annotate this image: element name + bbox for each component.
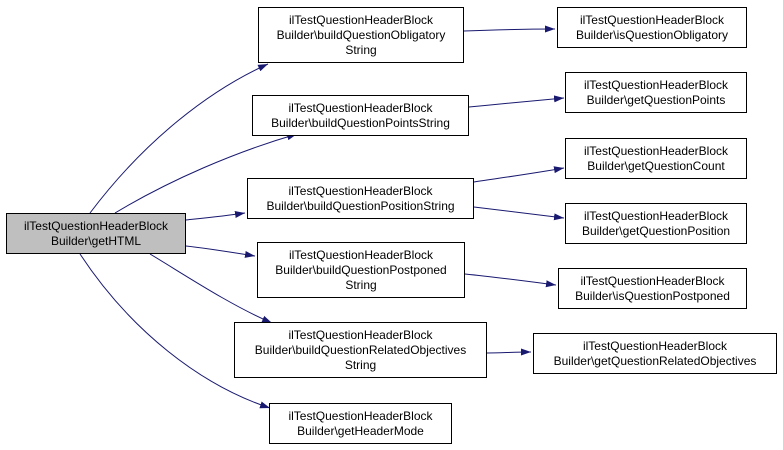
edge-root-to-position_string	[185, 211, 246, 221]
node-buildQuestionRelatedObjectivesString[interactable]: ilTestQuestionHeaderBlock Builder\buildQ…	[234, 322, 487, 378]
node-label: ilTestQuestionHeaderBlock Builder\isQues…	[575, 12, 729, 42]
edge-obligatory_string-to-is_obligatory	[463, 25, 556, 33]
node-label: ilTestQuestionHeaderBlock Builder\getHTM…	[23, 218, 169, 248]
edge-root-to-header_mode	[79, 253, 271, 409]
node-label: ilTestQuestionHeaderBlock Builder\getQue…	[553, 338, 757, 368]
node-label: ilTestQuestionHeaderBlock Builder\getQue…	[581, 208, 731, 238]
node-label: ilTestQuestionHeaderBlock Builder\isQues…	[575, 273, 730, 303]
node-getHeaderMode[interactable]: ilTestQuestionHeaderBlock Builder\getHea…	[269, 403, 452, 444]
node-label: ilTestQuestionHeaderBlock Builder\getQue…	[583, 77, 729, 107]
node-buildQuestionPositionString[interactable]: ilTestQuestionHeaderBlock Builder\buildQ…	[247, 178, 474, 219]
edge-root-to-points_string	[114, 133, 298, 214]
node-getQuestionPosition[interactable]: ilTestQuestionHeaderBlock Builder\getQue…	[565, 203, 747, 244]
node-label: ilTestQuestionHeaderBlock Builder\getQue…	[583, 143, 729, 173]
edge-root-to-obligatory_string	[89, 63, 269, 214]
node-buildQuestionPostponedString[interactable]: ilTestQuestionHeaderBlock Builder\buildQ…	[257, 242, 465, 298]
node-getQuestionRelatedObjectives[interactable]: ilTestQuestionHeaderBlock Builder\getQue…	[533, 333, 777, 374]
node-label: ilTestQuestionHeaderBlock Builder\buildQ…	[271, 100, 450, 130]
edge-position_string-to-get_count	[473, 166, 565, 183]
node-label: ilTestQuestionHeaderBlock Builder\getHea…	[288, 408, 433, 438]
node-buildQuestionPointsString[interactable]: ilTestQuestionHeaderBlock Builder\buildQ…	[252, 95, 469, 136]
node-getQuestionPoints[interactable]: ilTestQuestionHeaderBlock Builder\getQue…	[565, 72, 747, 113]
node-isQuestionObligatory[interactable]: ilTestQuestionHeaderBlock Builder\isQues…	[557, 7, 747, 48]
edge-root-to-postponed_string	[185, 245, 256, 258]
node-isQuestionPostponed[interactable]: ilTestQuestionHeaderBlock Builder\isQues…	[558, 268, 747, 309]
node-getQuestionCount[interactable]: ilTestQuestionHeaderBlock Builder\getQue…	[565, 138, 747, 179]
edge-position_string-to-get_position	[473, 206, 565, 221]
node-label: ilTestQuestionHeaderBlock Builder\buildQ…	[276, 12, 446, 57]
edge-root-to-related_objectives_string	[149, 253, 273, 324]
node-label: ilTestQuestionHeaderBlock Builder\buildQ…	[266, 183, 455, 213]
edge-related_objectives_string-to-get_related_objectives	[486, 348, 532, 356]
node-getHTML: ilTestQuestionHeaderBlock Builder\getHTM…	[6, 213, 186, 254]
node-buildQuestionObligatoryString[interactable]: ilTestQuestionHeaderBlock Builder\buildQ…	[258, 7, 464, 63]
node-label: ilTestQuestionHeaderBlock Builder\buildQ…	[254, 327, 467, 372]
edge-points_string-to-get_points	[468, 95, 565, 108]
node-label: ilTestQuestionHeaderBlock Builder\buildQ…	[275, 247, 447, 292]
edge-postponed_string-to-is_postponed	[464, 273, 557, 288]
